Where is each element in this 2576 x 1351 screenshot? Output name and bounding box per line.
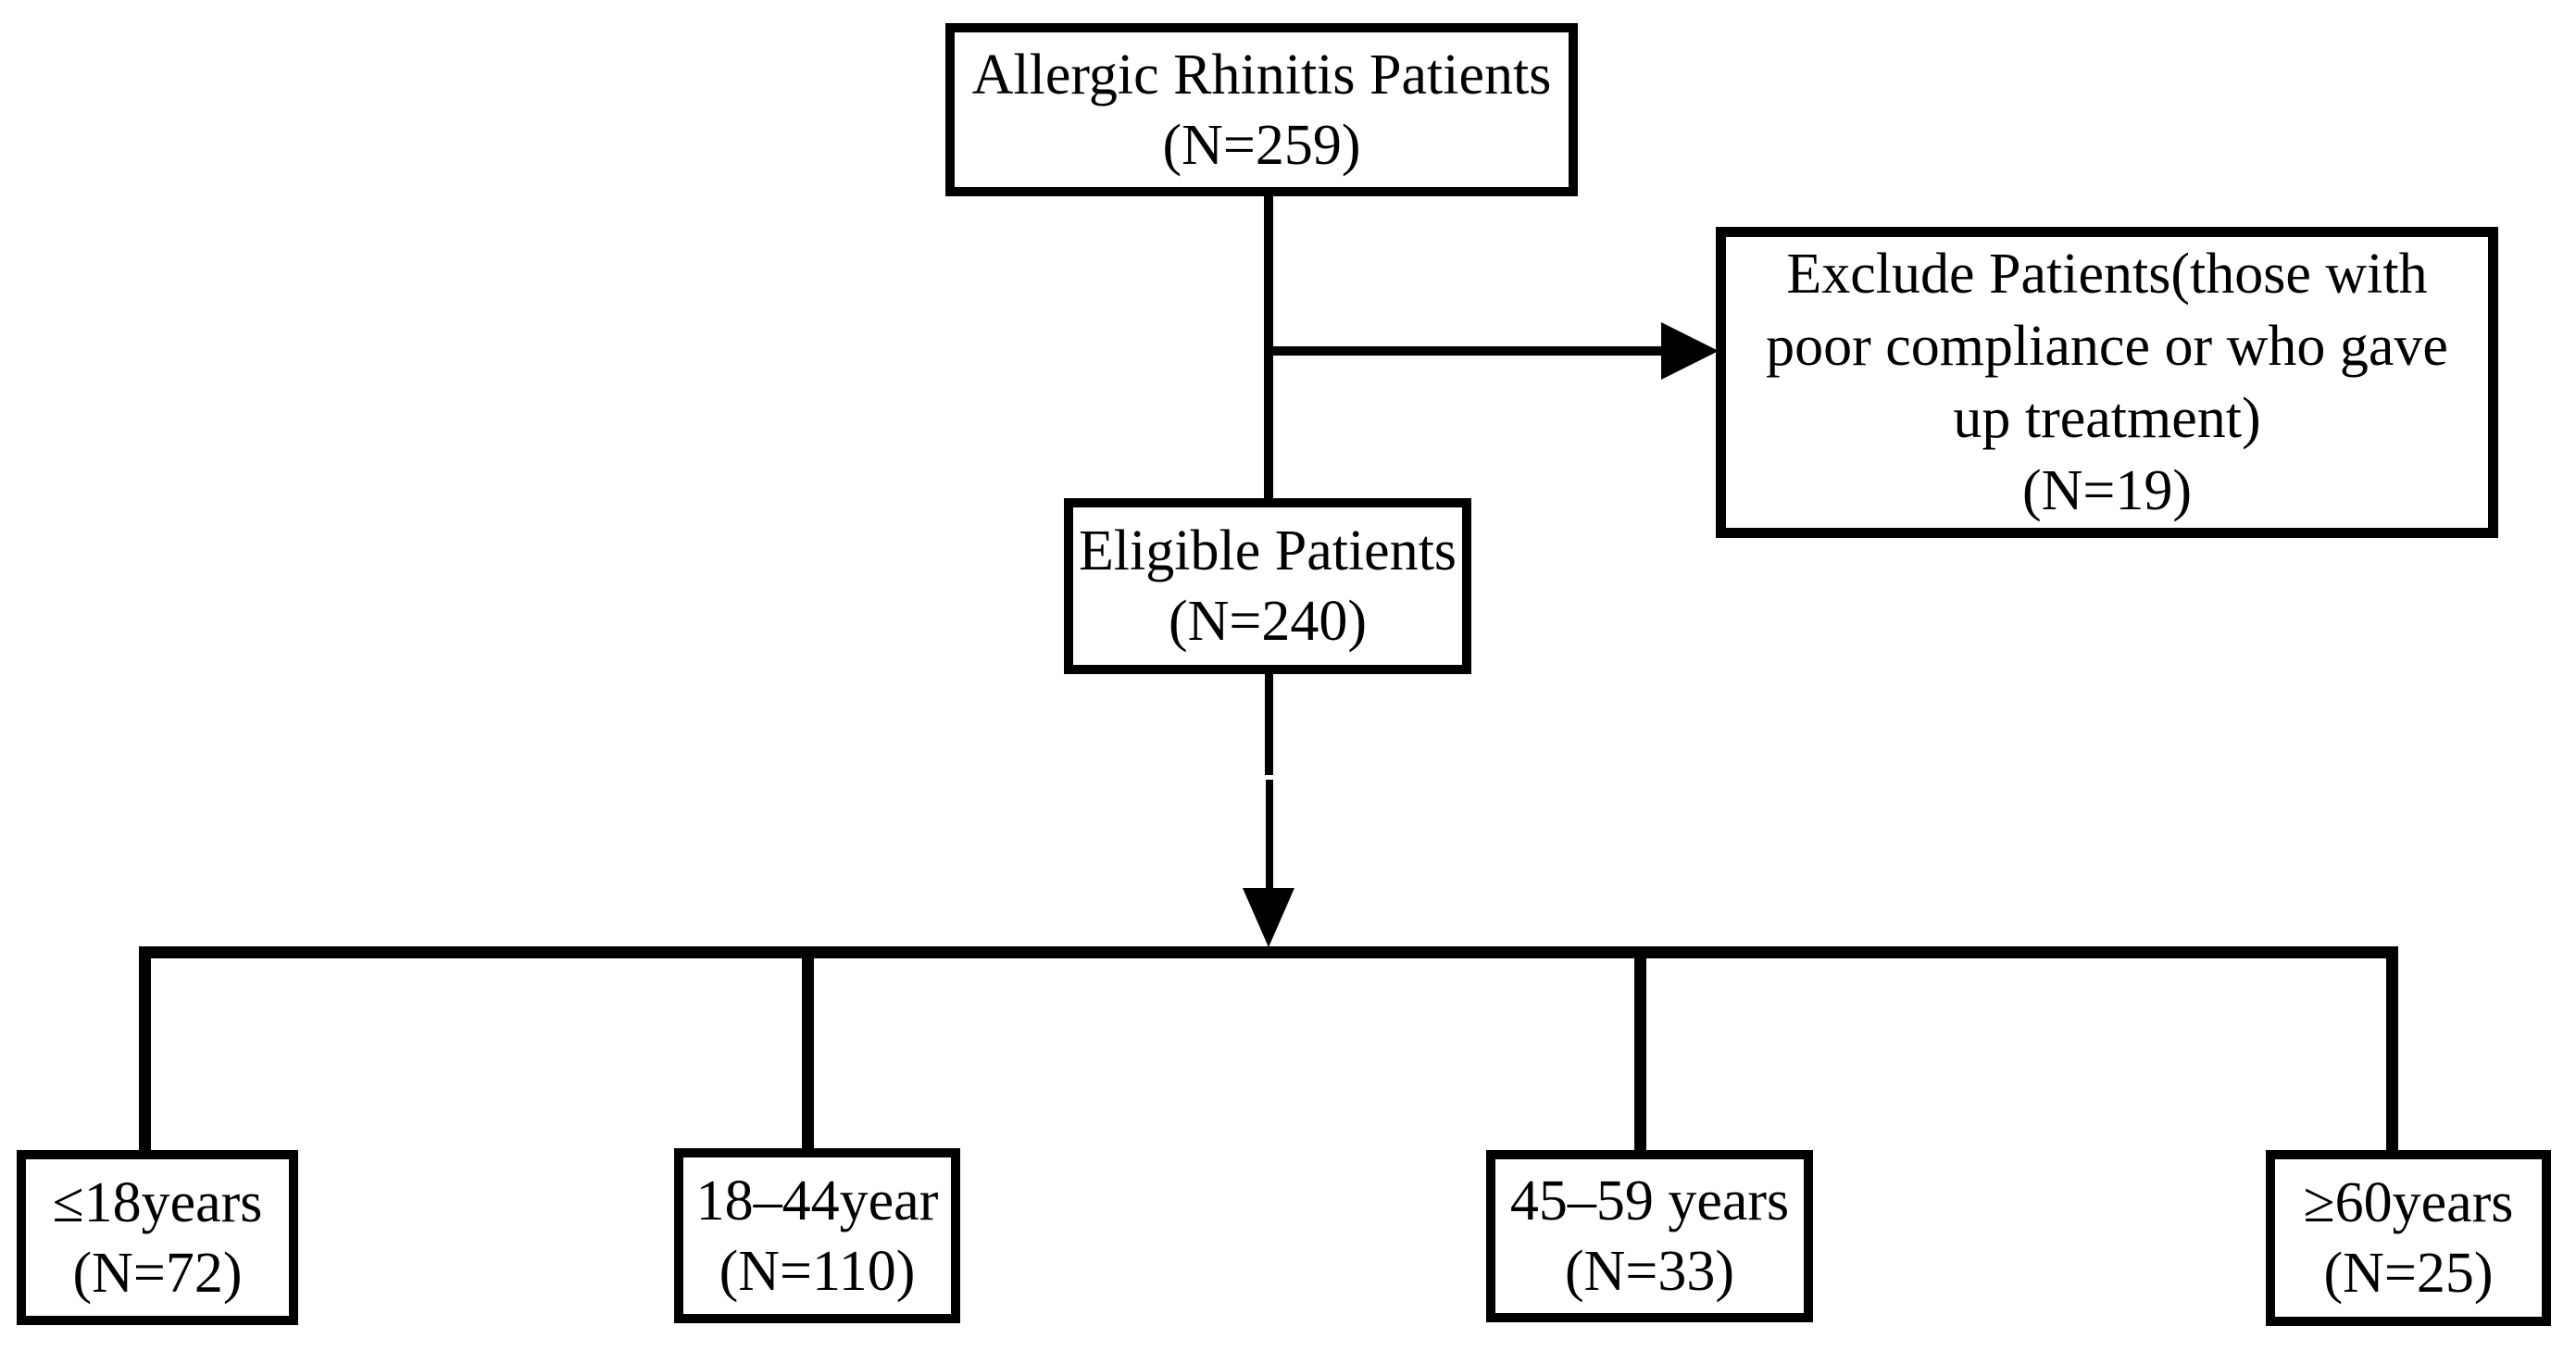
connector-to-exclude-arrow-shaft [1264,346,1664,356]
node-title-line2: poor compliance or who gave [1766,315,2448,378]
node-count: (N=110) [719,1239,916,1303]
connector-branch-to-age-18-44 [802,958,814,1150]
node-age-ge60: ≥60years (N=25) [2266,1150,2551,1326]
connector-branch-to-age-le18 [139,958,151,1152]
node-exclude-patients: Exclude Patients(those with poor complia… [1716,227,2498,538]
node-count: (N=25) [2323,1242,2494,1305]
connector-branch-to-age-ge60 [2386,958,2398,1152]
arrowhead-right-icon [1661,322,1719,380]
node-count: (N=259) [1162,113,1361,177]
connector-eligible-to-branch-upper-segment [1265,672,1273,775]
connector-branch-to-age-45-59 [1634,958,1646,1152]
node-count: (N=240) [1168,590,1368,653]
node-eligible-patients: Eligible Patients (N=240) [1064,498,1471,674]
node-title: Allergic Rhinitis Patients [971,43,1552,106]
node-age-45-59: 45–59 years (N=33) [1486,1150,1813,1322]
node-age-18-44: 18–44year (N=110) [674,1148,960,1323]
node-title: 18–44year [695,1169,939,1232]
node-title: Eligible Patients [1078,519,1457,582]
arrowhead-down-icon [1243,888,1294,947]
node-age-le18: ≤18years (N=72) [17,1150,298,1325]
node-count: (N=19) [2021,459,2193,522]
node-title: ≤18years [52,1170,263,1234]
node-title: 45–59 years [1509,1170,1790,1232]
node-count: (N=72) [72,1241,243,1305]
node-count: (N=33) [1564,1240,1735,1303]
node-title: Exclude Patients(those with [1786,243,2428,306]
node-title: ≥60years [2303,1171,2514,1234]
node-allergic-rhinitis-patients: Allergic Rhinitis Patients (N=259) [945,23,1578,196]
connector-eligible-to-branch-lower-segment [1266,780,1273,889]
node-title-line3: up treatment) [1953,387,2261,450]
age-branch-horizontal-line [139,946,2398,958]
